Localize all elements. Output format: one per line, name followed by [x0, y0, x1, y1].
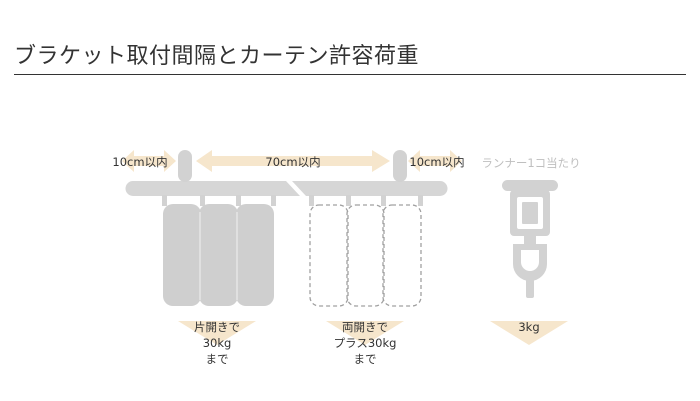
- runner-window-inner: [522, 202, 538, 224]
- curtain-double-open: [309, 204, 422, 307]
- double-load-line-1: 両開きで: [342, 320, 388, 334]
- curtain-pleat-dashed: [346, 204, 385, 307]
- arrow-left-spacing: [122, 150, 176, 172]
- arrow-runner-load: [490, 321, 568, 345]
- runner-caption: ランナー1コ当たり: [481, 156, 580, 170]
- arrow-double-load: [326, 321, 404, 345]
- curtain-pleat: [236, 204, 274, 306]
- runner-hook: [381, 195, 386, 206]
- curtain-pleat-dashed: [309, 204, 349, 307]
- single-load-line-3: まで: [206, 352, 229, 366]
- runner-hook: [346, 195, 351, 206]
- runner-illustration: [502, 180, 558, 298]
- runner-hook: [271, 195, 276, 206]
- curtain-pleat: [199, 204, 238, 306]
- arrow-single-load: [178, 321, 256, 345]
- pleat-line: [199, 212, 238, 300]
- arrow-middle-spacing: [196, 150, 390, 172]
- rail-left-segment: [125, 181, 300, 196]
- runner-hook-inner: [521, 250, 539, 271]
- bracket-right: [393, 150, 407, 182]
- curtain-rail: [125, 181, 448, 196]
- bracket-left: [178, 150, 192, 182]
- runner-load-label: 3kg: [518, 320, 539, 334]
- single-load-line-1: 片開きで: [194, 320, 240, 334]
- curtain-pleat-dashed: [382, 204, 422, 307]
- runners-left: [162, 195, 276, 206]
- single-load-line-2: 30kg: [203, 336, 232, 350]
- runner-pin: [526, 276, 534, 298]
- double-load-line-3: まで: [354, 352, 377, 366]
- runner-hook: [162, 195, 167, 206]
- curtain-single-open: [163, 204, 274, 306]
- runner-wheel-top: [502, 180, 558, 191]
- runner-hook: [309, 195, 314, 206]
- runner-hook: [418, 195, 423, 206]
- page-title: ブラケット取付間隔とカーテン許容荷重: [14, 44, 420, 69]
- spacing-middle-label: 70cm以内: [265, 155, 320, 169]
- load-arrows: [178, 321, 568, 345]
- arrow-right-spacing: [408, 150, 462, 172]
- runners-right: [309, 195, 423, 206]
- spacing-right-label: 10cm以内: [409, 155, 464, 169]
- spacing-left-label: 10cm以内: [112, 155, 167, 169]
- double-load-line-2: プラス30kg: [334, 336, 397, 350]
- spacing-arrows: [122, 150, 462, 172]
- curtain-pleat: [163, 204, 201, 306]
- runner-hook: [236, 195, 241, 206]
- runner-stem: [524, 234, 536, 244]
- rail-right-segment: [292, 181, 448, 196]
- runner-hook: [200, 195, 205, 206]
- title-divider: [14, 74, 686, 75]
